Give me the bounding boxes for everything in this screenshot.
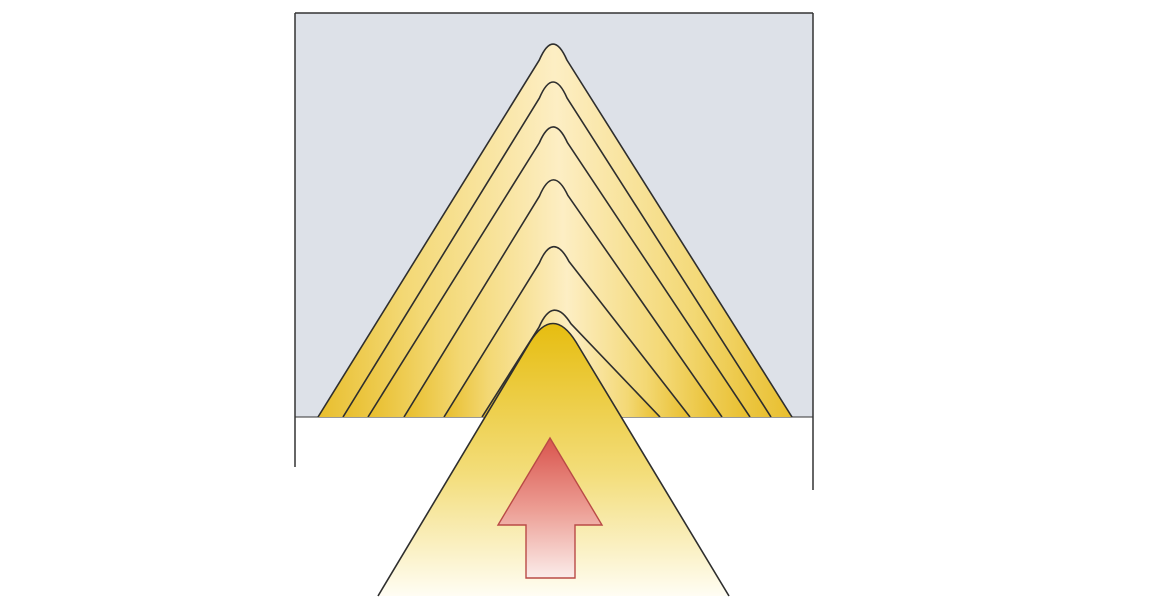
fold-line-2 — [342, 81, 772, 417]
fold-line-1 — [317, 43, 793, 417]
intrusion-outline — [377, 322, 730, 597]
upward-arrow-icon — [496, 436, 604, 579]
fold-line-6 — [481, 309, 661, 417]
fold-line-4 — [403, 179, 723, 417]
fold-line-3 — [367, 126, 751, 417]
fold-line-5 — [443, 245, 691, 417]
